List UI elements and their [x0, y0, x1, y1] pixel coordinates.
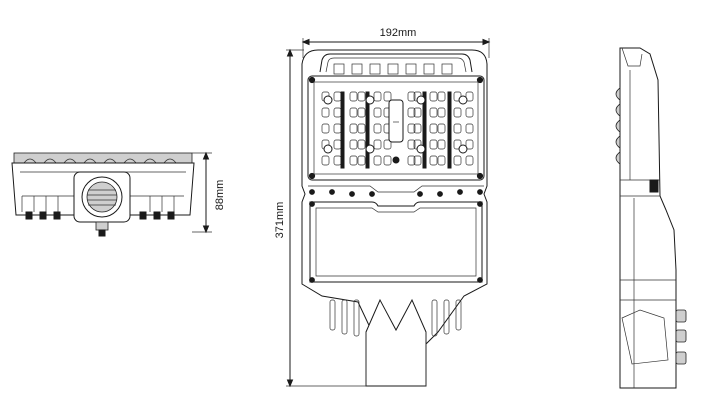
led-cell — [465, 123, 474, 134]
led-cell — [465, 155, 474, 166]
top-view: 192mm 371mm — [274, 27, 491, 388]
led-cell — [357, 139, 366, 150]
height-dimension — [192, 151, 212, 234]
led-cell — [357, 155, 366, 166]
led-cell — [349, 139, 358, 150]
led-cell — [357, 91, 366, 102]
pole-tube — [365, 298, 427, 387]
led-cell — [429, 107, 438, 118]
led-cell — [373, 123, 382, 134]
front-led-bumps — [23, 158, 177, 164]
led-cell — [413, 155, 422, 166]
led-cell — [453, 139, 462, 150]
length-dimension — [286, 48, 366, 388]
led-module — [307, 75, 485, 181]
led-cell — [437, 91, 446, 102]
led-cell — [321, 123, 330, 134]
led-cell — [383, 91, 392, 102]
width-label: 192mm — [380, 27, 417, 39]
led-cell — [453, 155, 462, 166]
led-cell — [429, 155, 438, 166]
led-cell — [429, 139, 438, 150]
led-cell — [357, 123, 366, 134]
side-body — [619, 47, 677, 389]
side-hinge — [649, 179, 659, 193]
led-cell — [465, 139, 474, 150]
led-cell — [465, 107, 474, 118]
side-led-bumps — [615, 87, 621, 165]
side-handle — [621, 47, 643, 67]
led-cell — [407, 139, 416, 150]
led-cell — [407, 155, 416, 166]
led-cell — [413, 107, 422, 118]
front-bolt — [95, 221, 109, 231]
led-cell — [453, 123, 462, 134]
led-cell — [373, 107, 382, 118]
led-cell — [349, 123, 358, 134]
led-cell — [383, 139, 392, 150]
mid-bolt-row — [308, 185, 484, 197]
length-label: 371mm — [274, 202, 286, 239]
led-cell — [321, 155, 330, 166]
front-view: 88mm — [11, 151, 226, 237]
led-cell — [349, 155, 358, 166]
led-cell — [429, 123, 438, 134]
side-bracket — [621, 309, 669, 365]
led-cell — [465, 91, 474, 102]
driver-cover — [309, 201, 483, 283]
led-cell — [429, 91, 438, 102]
handle — [319, 53, 473, 75]
led-cell — [407, 123, 416, 134]
center-screw — [392, 156, 400, 164]
height-label: 88mm — [214, 180, 226, 211]
led-cell — [407, 107, 416, 118]
led-cell — [437, 123, 446, 134]
led-cell — [437, 107, 446, 118]
led-cell — [357, 107, 366, 118]
led-cell — [349, 91, 358, 102]
neck-fins — [329, 299, 462, 337]
led-cell — [453, 107, 462, 118]
led-cell — [407, 91, 416, 102]
led-cell — [373, 91, 382, 102]
led-separators — [340, 91, 452, 169]
led-cell — [321, 107, 330, 118]
led-cell — [349, 107, 358, 118]
center-slot — [388, 99, 404, 143]
led-cell — [383, 155, 392, 166]
side-bolts — [675, 309, 687, 365]
front-fins — [21, 196, 175, 212]
led-cell — [373, 139, 382, 150]
led-cell — [437, 139, 446, 150]
side-view — [615, 47, 687, 389]
led-cell — [437, 155, 446, 166]
width-dimension — [301, 38, 491, 58]
front-bracket-tabs — [25, 211, 175, 220]
led-cell — [373, 155, 382, 166]
led-cell — [413, 123, 422, 134]
lens-rings — [323, 95, 468, 154]
